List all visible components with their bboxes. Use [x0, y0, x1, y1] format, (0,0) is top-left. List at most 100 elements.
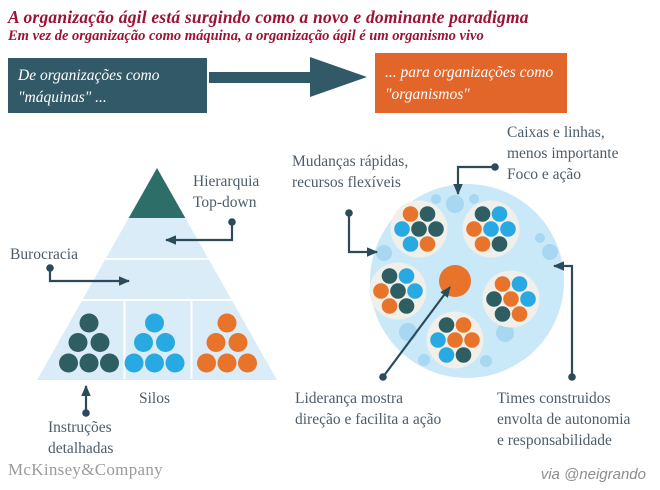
person-dot [373, 283, 389, 299]
leadership-label-line2: direção e facilita a ação [295, 411, 442, 428]
pyramid-diagram [37, 168, 277, 417]
teams-label: Times construidos envolta de autonomia e… [497, 388, 630, 451]
person-dot [438, 347, 455, 363]
person-dot [486, 291, 502, 307]
bureaucracy-label: Burocracia [10, 244, 78, 265]
arrow-shaft [209, 72, 311, 83]
person-dot [455, 317, 472, 333]
hierarchy-label-line2: Top-down [193, 194, 257, 211]
boxes-label-line3: Foco e ação [507, 166, 582, 183]
silos-label: Silos [139, 388, 170, 409]
connector-dot [228, 218, 236, 226]
instructions-label-line1: Instruções [48, 419, 112, 436]
person-dot [466, 221, 482, 237]
bureaucracy-label-line1: Burocracia [10, 246, 78, 263]
person-dot [483, 221, 499, 237]
instructions-label: Instruções detalhadas [48, 417, 113, 459]
person-dot [511, 276, 528, 292]
person-dot [134, 333, 153, 352]
person-dot [419, 206, 436, 222]
connector-dot [82, 409, 90, 417]
connector-dot [379, 373, 387, 381]
person-dot [419, 236, 436, 252]
person-dot [165, 353, 185, 373]
teams-connector [553, 261, 574, 377]
organism-box: ... para organizações como "organismos" [375, 53, 567, 113]
person-dot [145, 313, 164, 333]
changes-label: Mudanças rápidas, recursos flexíveis [292, 151, 408, 193]
person-dot [494, 276, 511, 292]
person-dot [464, 332, 480, 348]
person-dot [402, 236, 419, 252]
machine-box: De organizações como "máquinas" ... [8, 58, 207, 113]
person-dot [100, 353, 119, 373]
teams-label-line1: Times construidos [497, 390, 611, 407]
person-dot [381, 298, 398, 314]
person-dot [491, 236, 508, 252]
person-dot [124, 353, 144, 373]
person-dot [206, 333, 226, 352]
person-dot [145, 353, 164, 373]
changes-label-line2: recursos flexíveis [292, 174, 401, 191]
person-dot [79, 353, 99, 373]
person-dot [438, 317, 455, 333]
instructions-label-line2: detalhadas [48, 440, 114, 457]
person-dot [500, 221, 516, 237]
mckinsey-logo: McKinsey&Company [8, 460, 163, 479]
person-dot [511, 306, 528, 322]
person-dot [455, 347, 472, 363]
boxes-label-line1: Caixas e linhas, [507, 124, 605, 141]
person-dot [411, 221, 427, 237]
person-dot [520, 291, 536, 307]
person-dot [79, 313, 99, 333]
person-dot [68, 333, 88, 352]
boxes-connector [453, 165, 495, 195]
boxes-label-line2: menos importante [507, 145, 619, 162]
credit-text: via @neigrando [540, 466, 646, 483]
boxes-label: Caixas e linhas, menos importante Foco e… [507, 122, 619, 185]
silo-people-dots [59, 313, 257, 373]
person-dot [238, 353, 257, 373]
person-dot [394, 221, 410, 237]
person-dot [430, 332, 446, 348]
hierarchy-label: Hierarquia Top-down [193, 171, 259, 213]
bureaucracy-connector [48, 268, 130, 286]
person-dot [228, 333, 248, 352]
person-dot [407, 283, 423, 299]
person-dot [491, 206, 508, 222]
hierarchy-label-line1: Hierarquia [193, 173, 260, 190]
organism-diagram [345, 163, 576, 381]
arrow-head [310, 57, 367, 97]
pyramid-top-tier [128, 168, 186, 218]
teams-label-line2: envolta de autonomia [497, 411, 631, 428]
person-dot [197, 353, 216, 373]
person-dot [447, 332, 463, 348]
changes-label-line1: Mudanças rápidas, [292, 153, 409, 170]
organism-blobs [376, 194, 558, 367]
person-dot [402, 206, 419, 222]
connector-dot [345, 209, 353, 217]
person-dot [474, 206, 491, 222]
person-dot [398, 268, 415, 284]
person-dot [156, 333, 175, 352]
person-dot [390, 283, 406, 299]
person-dot [381, 268, 398, 284]
teams-label-line3: e responsabilidade [497, 432, 612, 449]
person-dot [90, 333, 110, 352]
page-subtitle: Em vez de organização como máquina, a or… [8, 28, 484, 44]
team-people-dots [373, 206, 536, 363]
page-title: A organização ágil está surgindo como a … [8, 7, 529, 27]
person-dot [474, 236, 491, 252]
connector-dot [568, 373, 576, 381]
connector-dot [491, 163, 499, 171]
person-dot [398, 298, 415, 314]
person-dot [217, 353, 237, 373]
silos-label-line1: Silos [139, 390, 171, 407]
leadership-label-line1: Liderança mostra [295, 390, 404, 407]
changes-connector [347, 213, 378, 257]
person-dot [217, 313, 237, 333]
connector-dot [46, 264, 54, 272]
leadership-connector [382, 286, 451, 378]
person-dot [503, 291, 519, 307]
